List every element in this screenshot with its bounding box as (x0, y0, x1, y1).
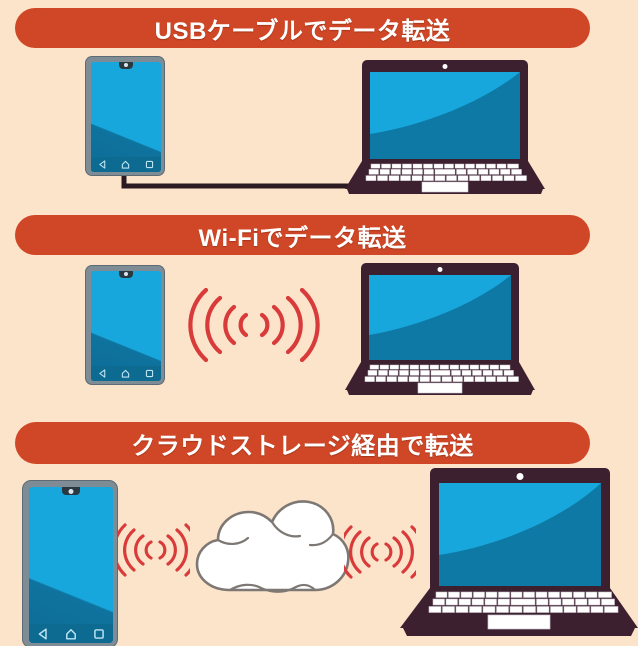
phone-cloud-camera-notch (62, 487, 80, 495)
recents-square-icon[interactable] (93, 628, 105, 640)
back-triangle-icon[interactable] (98, 160, 107, 169)
recents-square-icon[interactable] (145, 369, 154, 378)
phone-wifi-screen-gradient (91, 271, 161, 381)
laptop-usb (345, 60, 545, 195)
home-icon[interactable] (121, 369, 130, 378)
phone-wifi-camera-notch (119, 271, 133, 278)
phone-usb-navbar (91, 157, 161, 172)
banner-usb-label: USBケーブルでデータ転送 (154, 17, 451, 45)
laptop-wifi-lid (361, 263, 519, 364)
laptop-wifi (345, 263, 535, 396)
cloud-storage-icon (195, 500, 350, 593)
laptop-usb-trackpad (421, 181, 469, 193)
laptop-wifi-webcam-icon (437, 267, 443, 272)
phone-usb-camera-dot (124, 63, 128, 67)
home-icon[interactable] (65, 628, 77, 640)
phone-wifi (85, 265, 165, 385)
banner-wifi: Wi-Fiでデータ転送 (15, 215, 590, 255)
phone-cloud-camera-dot (68, 488, 74, 494)
banner-usb: USBケーブルでデータ転送 (15, 8, 590, 48)
back-triangle-icon[interactable] (37, 627, 49, 640)
phone-cloud-navbar (29, 624, 113, 643)
wifi-waves-icon (188, 287, 320, 363)
laptop-usb-screen-gradient (370, 72, 520, 159)
laptop-wifi-trackpad (417, 382, 463, 394)
phone-usb-screen-gradient (91, 62, 161, 172)
laptop-usb-webcam-icon (442, 64, 448, 69)
home-icon[interactable] (121, 160, 130, 169)
cloud-right-waves-icon (344, 525, 416, 579)
laptop-cloud-webcam-icon (516, 473, 524, 480)
recents-square-icon[interactable] (145, 160, 154, 169)
phone-cloud-screen (29, 487, 113, 643)
laptop-usb-screen (370, 72, 520, 159)
laptop-cloud-trackpad (487, 614, 551, 630)
phone-cloud (22, 480, 118, 646)
phone-usb-camera-notch (119, 62, 133, 69)
laptop-cloud-screen-gradient (439, 483, 601, 586)
laptop-cloud-keyboard[interactable] (400, 588, 638, 638)
banner-wifi-label: Wi-Fiでデータ転送 (198, 224, 407, 252)
laptop-usb-lid (362, 60, 528, 163)
laptop-wifi-screen-gradient (369, 275, 511, 360)
banner-cloud-label: クラウドストレージ経由で転送 (131, 432, 474, 460)
laptop-usb-keyboard[interactable] (345, 161, 545, 195)
laptop-cloud (400, 468, 638, 646)
laptop-wifi-keyboard[interactable] (345, 362, 535, 396)
phone-usb (85, 56, 165, 176)
section-usb: USBケーブルでデータ転送 (0, 0, 638, 205)
laptop-cloud-screen (439, 483, 601, 586)
section-wifi: Wi-Fiでデータ転送 (0, 205, 638, 410)
phone-wifi-screen (91, 271, 161, 381)
cloud-left-waves-icon (118, 523, 190, 577)
laptop-cloud-lid (430, 468, 610, 590)
phone-wifi-camera-dot (124, 272, 128, 276)
phone-usb-screen (91, 62, 161, 172)
laptop-wifi-screen (369, 275, 511, 360)
phone-wifi-navbar (91, 366, 161, 381)
banner-cloud: クラウドストレージ経由で転送 (15, 422, 590, 464)
back-triangle-icon[interactable] (98, 369, 107, 378)
phone-cloud-screen-gradient (29, 487, 113, 643)
section-cloud: クラウドストレージ経由で転送 (0, 410, 638, 646)
